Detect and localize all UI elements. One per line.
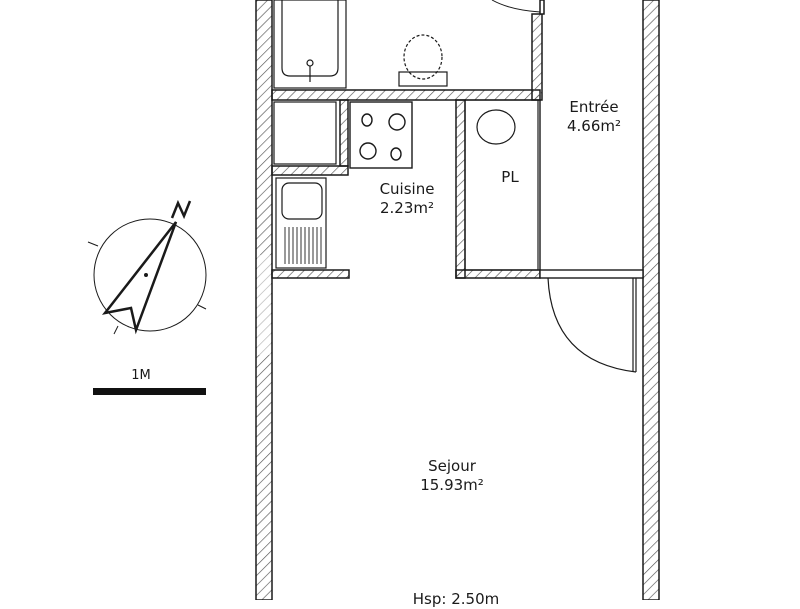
room-label-cuisine: Cuisine 2.23m²	[380, 180, 435, 218]
sink	[275, 177, 327, 269]
bathroom-door-swing	[491, 0, 541, 13]
entry-frame	[539, 100, 644, 279]
outer-walls	[255, 0, 660, 600]
room-label-sejour: Sejour 15.93m²	[420, 457, 484, 495]
closet-pl	[464, 99, 539, 271]
kitchen-walls	[271, 99, 541, 279]
room-label-pl: PL	[501, 168, 518, 187]
room-label-entree: Entrée 4.66m²	[567, 98, 621, 136]
room-name: Sejour	[428, 457, 476, 475]
room-name: PL	[501, 168, 519, 186]
window-left	[257, 255, 271, 355]
room-area: 15.93m²	[420, 476, 484, 494]
room-name: Cuisine	[379, 180, 435, 198]
toilet	[398, 34, 448, 87]
room-area: 2.23m²	[379, 199, 435, 217]
scale-bar	[93, 388, 206, 395]
stove	[349, 101, 413, 169]
room-name: Entrée	[569, 98, 619, 116]
kitchen-cabinet	[273, 101, 337, 165]
bathtub	[273, 0, 347, 89]
bathroom-walls	[271, 0, 545, 101]
scale-label: 1M	[131, 368, 151, 383]
room-area: 4.66m²	[566, 117, 622, 135]
entry-door[interactable]	[547, 277, 637, 373]
compass-icon	[87, 199, 207, 335]
